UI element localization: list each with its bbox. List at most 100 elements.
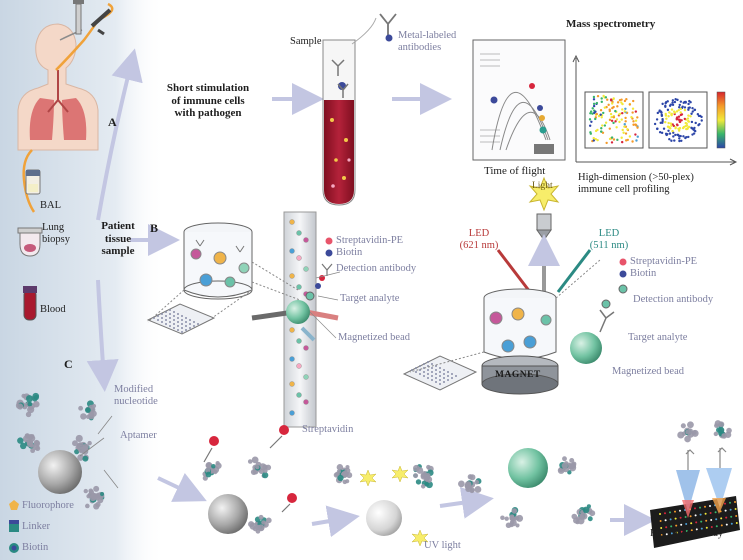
label-led-511: LED (511 nm) xyxy=(584,228,634,252)
bal-tube xyxy=(22,149,36,213)
arrow-to-c xyxy=(86,279,119,392)
label-b-detection-antibody: Detection antibody xyxy=(336,263,417,274)
section-c-letter: C xyxy=(64,357,73,371)
bead-c-green xyxy=(508,448,548,488)
protein-clusters xyxy=(333,420,732,529)
uv-bead xyxy=(359,465,429,547)
c-callout-lines xyxy=(79,415,119,489)
microplate-b-left xyxy=(146,303,216,335)
arrow-to-a xyxy=(96,48,143,221)
label-fluorescent-array: Fluorescent array xyxy=(650,528,724,539)
label-blood: Blood xyxy=(40,304,66,315)
label-led1-line2: (621 nm) xyxy=(459,240,499,252)
profiling-plot xyxy=(572,54,738,166)
label-uv-light: UV light xyxy=(424,540,461,551)
plate-guide-lines xyxy=(147,289,253,323)
label-aptamer: Aptamer xyxy=(120,430,157,441)
legend-dot-pe-right xyxy=(619,258,627,266)
arrow-c-1 xyxy=(157,472,207,502)
label-highdim-line2: immune cell profiling xyxy=(578,184,670,196)
fluorescent-array xyxy=(650,447,740,548)
legend-dot-analyte-right xyxy=(618,284,628,294)
label-led2-line2: (511 nm) xyxy=(589,240,629,252)
magnetized-bead-b-right xyxy=(570,332,602,364)
led-teal-arrow xyxy=(556,249,592,293)
legend-dot-biotin xyxy=(325,249,333,257)
biotin-b-left xyxy=(315,283,321,289)
assay-well-b-right xyxy=(483,288,557,360)
b-left-callout-lines xyxy=(309,271,341,339)
label-br-streptavidin-pe: Streptavidin-PE xyxy=(630,256,698,267)
label-mass-spectrometry: Mass spectrometry xyxy=(566,18,656,30)
legend-dot-biotin-right xyxy=(619,270,627,278)
assay-well-cylinder xyxy=(183,222,253,300)
fluorophore-icon xyxy=(9,500,19,510)
label-patient: Patient xyxy=(101,220,135,232)
label-b-magnetized-bead: Magnetized bead xyxy=(338,332,411,343)
scatter-plot-1 xyxy=(588,94,639,145)
label-highdim-line1: High-dimension (>50-plex) xyxy=(578,172,694,183)
label-stim-line2: of immune cells xyxy=(171,94,245,107)
label-b-biotin: Biotin xyxy=(336,247,363,258)
pe-b-left xyxy=(319,275,325,281)
label-biopsy: biopsy xyxy=(42,234,71,245)
label-br-magnetized-bead: Magnetized bead xyxy=(612,366,685,377)
label-lung: Lung xyxy=(42,222,65,233)
label-nucleotide: nucleotide xyxy=(114,396,158,408)
label-modified-nucleotide: Modified nucleotide xyxy=(114,384,158,408)
streptavidin-arrows xyxy=(203,435,291,513)
label-br-target-analyte: Target analyte xyxy=(628,332,688,343)
label-tissue: tissue xyxy=(104,232,132,245)
label-patient-tissue: Patient tissue sample xyxy=(92,220,144,258)
streptavidin-dot-3 xyxy=(287,493,297,503)
scope-handle-icon xyxy=(90,8,112,36)
aptamer-bead-2 xyxy=(202,456,272,534)
label-led-621: LED (621 nm) xyxy=(454,228,504,252)
blood-tube-icon xyxy=(23,286,37,321)
aptamer-bead-1 xyxy=(15,392,105,510)
label-light: Light xyxy=(532,181,553,191)
syringe-icon xyxy=(73,0,84,35)
arrow-c-2 xyxy=(311,505,360,538)
lung-biopsy-icon xyxy=(17,227,43,257)
label-short-stimulation: Short stimulation of immune cells with p… xyxy=(152,82,264,120)
label-metal-labeled: Metal-labeled antibodies xyxy=(398,30,456,54)
label-br-biotin: Biotin xyxy=(630,268,657,279)
label-led2-line1: LED xyxy=(598,228,620,239)
label-bal: BAL xyxy=(40,200,61,211)
streptavidin-dot-2 xyxy=(279,425,289,435)
linker-icon xyxy=(9,520,19,532)
section-a-letter: A xyxy=(108,115,117,129)
section-b-letter: B xyxy=(150,221,159,235)
cylinder-guide-lines xyxy=(251,261,301,301)
label-magnet: MAGNET xyxy=(495,370,541,380)
sample-test-tube xyxy=(322,39,356,206)
bal-sample-tube xyxy=(25,169,41,195)
sample-pointer xyxy=(351,17,377,45)
label-metal-line2: antibodies xyxy=(398,42,442,54)
label-b-target-analyte: Target analyte xyxy=(340,293,400,304)
label-sample-word: sample xyxy=(101,245,135,258)
left-panel-bg xyxy=(0,0,165,560)
label-legend-linker: Linker xyxy=(22,521,50,532)
label-stim-line1: Short stimulation xyxy=(166,82,250,94)
led-red-arrow xyxy=(496,249,532,293)
label-modified: Modified xyxy=(114,384,154,395)
metal-labeled-antibody-icon xyxy=(379,13,397,42)
target-analyte-b-right xyxy=(601,299,611,309)
time-of-flight-panel xyxy=(472,39,566,161)
label-time-of-flight: Time of flight xyxy=(484,165,546,177)
label-streptavidin: Streptavidin xyxy=(302,424,354,435)
microplate-b-right xyxy=(402,355,478,391)
label-sample: Sample xyxy=(290,36,322,47)
label-stim-line3: with pathogen xyxy=(174,107,242,120)
label-metal-line1: Metal-labeled xyxy=(398,30,457,41)
legend-dot-streptavidin-pe xyxy=(325,237,333,245)
streptavidin-dot-1 xyxy=(209,436,219,446)
light-sensor-icon xyxy=(528,176,560,241)
label-br-detection-antibody: Detection antibody xyxy=(633,294,714,305)
b-right-guide-lines xyxy=(409,259,601,373)
legend-antibody-icon xyxy=(321,263,333,276)
